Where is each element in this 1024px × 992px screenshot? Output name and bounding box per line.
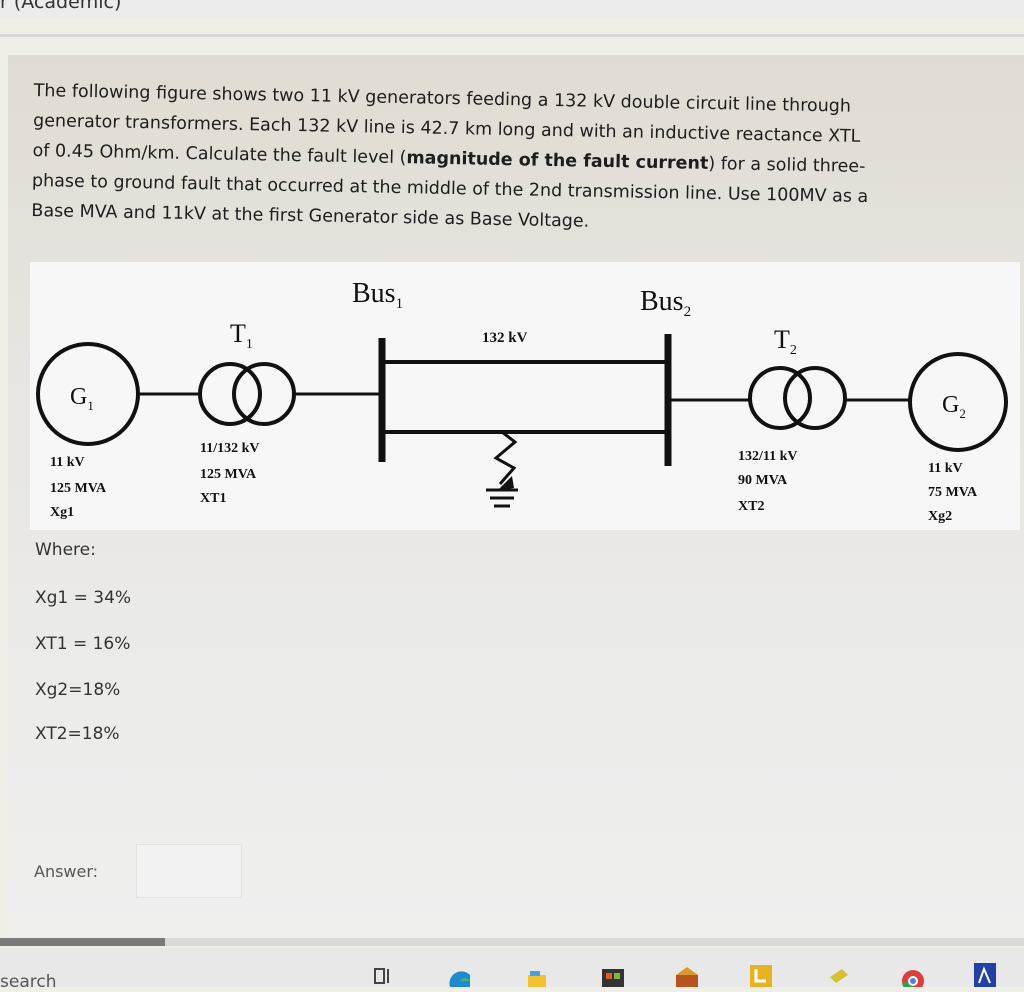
mail-icon[interactable] xyxy=(674,961,698,987)
taskbar: search xyxy=(0,948,1024,992)
variable-value: Xg1 = 34% xyxy=(35,588,132,608)
launcher-icon[interactable] xyxy=(748,961,772,987)
fault-symbol xyxy=(486,430,518,508)
answer-label: Answer: xyxy=(34,862,99,881)
t1-specs: 11/132 kV 125 MVA XT1 xyxy=(200,441,263,506)
transformer-t1-primary xyxy=(198,362,262,426)
edge-browser-icon[interactable] xyxy=(446,961,470,987)
bus1-label: Bus1 xyxy=(352,278,403,312)
variable-value: Xg2=18% xyxy=(35,680,121,700)
scrollbar-thumb[interactable] xyxy=(0,938,165,946)
transformer-t1-secondary xyxy=(232,362,296,426)
g1-specs: 11 kV 125 MVA Xg1 xyxy=(50,455,109,520)
horizontal-scrollbar[interactable] xyxy=(0,938,1024,946)
g2-specs: 11 kV 75 MVA Xg2 xyxy=(928,461,980,524)
header-strip: r (Academic) xyxy=(0,0,1024,18)
where-label: Where: xyxy=(35,540,96,560)
emphasis-text: magnitude of the fault current xyxy=(406,148,709,174)
acrobat-icon[interactable] xyxy=(972,961,996,987)
transformer-t2-secondary xyxy=(783,366,847,430)
one-line-diagram: Bus1 Bus2 T1 T2 132 kV G1 G2 xyxy=(30,262,1020,530)
store-icon[interactable] xyxy=(600,961,624,987)
transformer-t2-primary xyxy=(748,366,812,430)
chrome-icon[interactable] xyxy=(900,961,924,992)
file-explorer-icon[interactable] xyxy=(526,961,548,987)
header-divider xyxy=(0,34,1024,37)
task-view-icon[interactable] xyxy=(372,961,394,987)
generator-g2 xyxy=(908,352,1008,452)
bus2-label: Bus2 xyxy=(640,286,691,320)
t2-label: T2 xyxy=(774,325,797,358)
t1-label: T1 xyxy=(230,319,253,352)
g1-label: G1 xyxy=(70,384,94,413)
g2-label: G2 xyxy=(942,392,966,421)
taskbar-search[interactable]: search xyxy=(0,972,57,992)
page-header-title: r (Academic) xyxy=(0,0,122,13)
question-text: The following figure shows two 11 kV gen… xyxy=(31,76,1014,245)
generator-g1 xyxy=(36,342,140,446)
variable-value: XT1 = 16% xyxy=(35,634,131,654)
line-voltage-label: 132 kV xyxy=(482,330,528,346)
sticky-notes-icon[interactable] xyxy=(826,961,848,987)
variable-value: XT2=18% xyxy=(35,724,120,744)
answer-input[interactable] xyxy=(136,844,242,898)
t2-specs: 132/11 kV 90 MVA XT2 xyxy=(738,449,801,514)
